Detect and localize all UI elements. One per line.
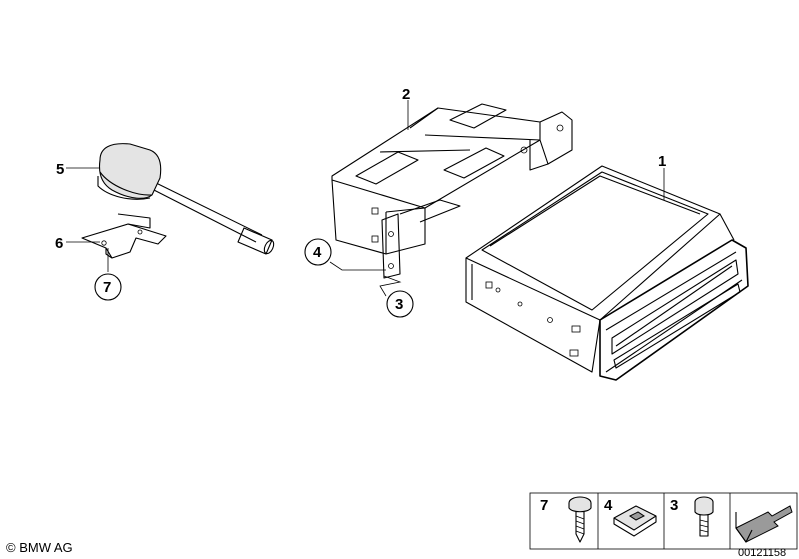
callout-5: 5	[56, 161, 64, 178]
arrow-icon	[735, 505, 793, 543]
diagram-number: 00121158	[738, 547, 786, 559]
legend-item-7: 7	[540, 497, 548, 514]
holder-bracket-part	[331, 103, 573, 279]
clip-nut-icon	[613, 505, 657, 537]
callout-6: 6	[55, 235, 63, 252]
callout-3-circle	[386, 290, 414, 318]
parts-legend: 7 4 3	[529, 492, 798, 550]
cd-player-unit-part	[465, 165, 749, 381]
callout-7-circle	[94, 273, 122, 301]
screw-icon	[568, 496, 592, 543]
callout-labels: 1 2 5 6 4 3 7	[55, 86, 666, 318]
antenna-bracket-part	[81, 213, 167, 259]
callout-7: 7	[103, 279, 111, 296]
antenna-part	[97, 143, 275, 255]
callout-3: 3	[395, 296, 403, 313]
callout-2: 2	[402, 86, 410, 103]
legend-item-3: 3	[670, 497, 678, 514]
callout-4: 4	[313, 244, 322, 261]
callout-4-circle	[304, 238, 332, 266]
bolt-icon	[694, 496, 714, 537]
copyright-text: © BMW AG	[6, 540, 73, 555]
legend-item-4: 4	[604, 497, 613, 514]
callout-1: 1	[658, 153, 666, 170]
leader-lines	[66, 100, 665, 297]
